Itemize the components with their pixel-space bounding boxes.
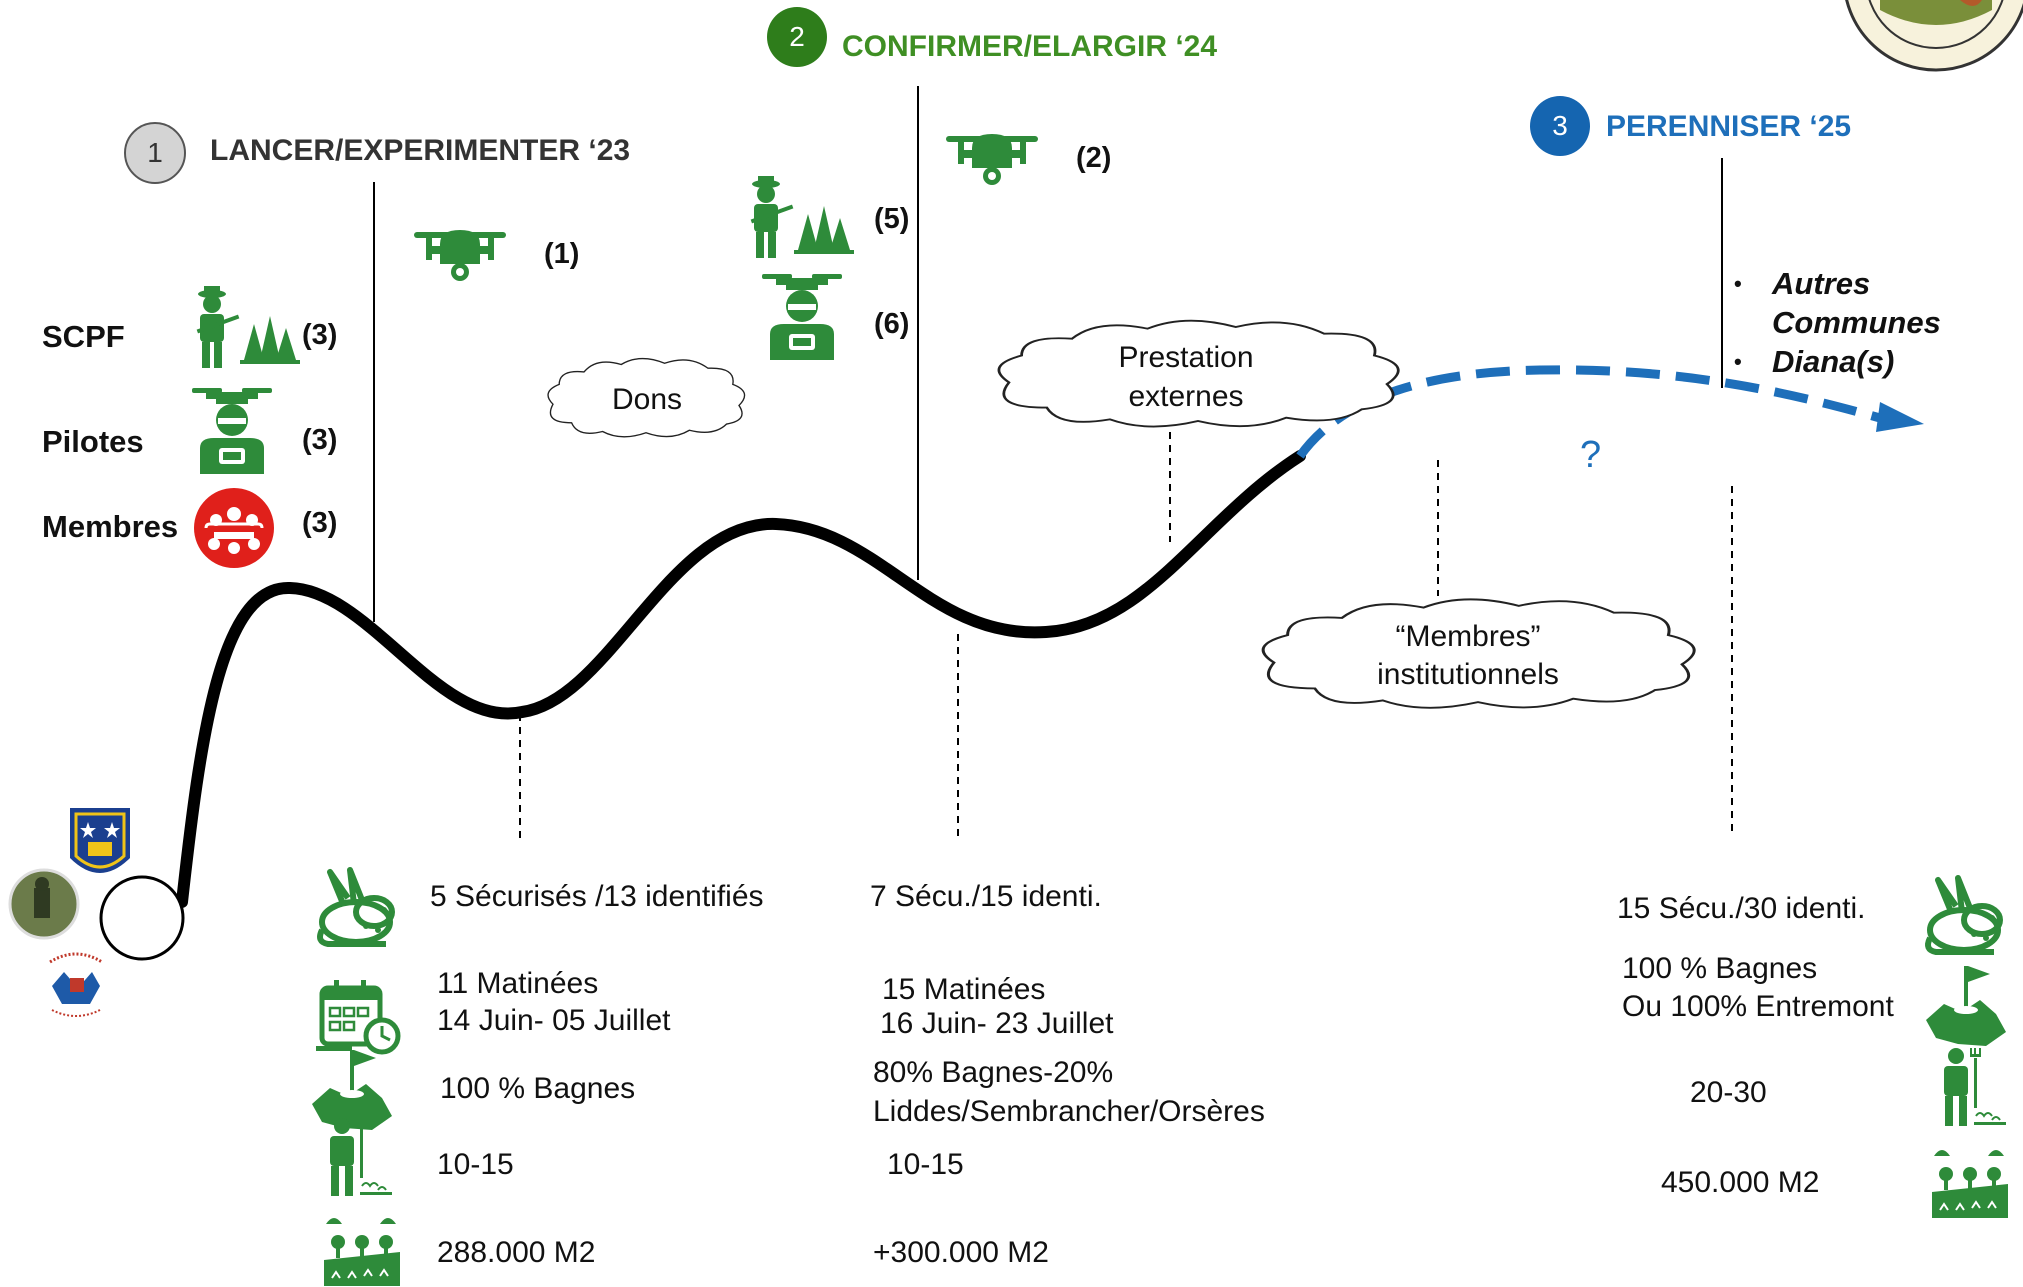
cloud-membres-line1: “Membres” xyxy=(1395,620,1541,653)
stat-2024-days: 15 Matinées xyxy=(882,973,1046,1006)
drone-count-2023: (1) xyxy=(544,238,580,270)
role-label-pilotes: Pilotes xyxy=(42,424,144,459)
stat-2025-region-line1: 100 % Bagnes xyxy=(1622,952,1818,985)
fawn-icon xyxy=(320,870,392,944)
stat-2024-area: +300.000 M2 xyxy=(873,1236,1049,1269)
field-area-icon xyxy=(1931,1149,2009,1219)
cloud-prestation-line2: externes xyxy=(1128,380,1244,413)
cloud-membres-line2: institutionnels xyxy=(1377,658,1559,691)
start-circle xyxy=(99,875,185,961)
hunter-icon xyxy=(196,286,300,368)
drone-icon xyxy=(946,134,1038,185)
stat-2023-region: 100 % Bagnes xyxy=(440,1072,636,1105)
members-icon xyxy=(192,486,276,570)
stat-2025-farmers: 20-30 xyxy=(1690,1076,1767,1109)
phase3-title: PERENNISER ‘25 xyxy=(1606,110,1852,143)
commune-crest-logo xyxy=(70,808,130,873)
region-map-icon xyxy=(312,1050,392,1130)
future-item-communes: Communes xyxy=(1772,305,1941,340)
cloud-prestation-line1: Prestation xyxy=(1118,341,1254,374)
field-area-icon xyxy=(323,1217,401,1287)
stat-2024-region-line2: Liddes/Sembrancher/Orsères xyxy=(873,1095,1265,1128)
fawn-icon xyxy=(1928,878,2000,952)
stat-2023-area: 288.000 M2 xyxy=(437,1236,596,1269)
pilot-count-2024: (6) xyxy=(874,308,910,340)
drone-count-2024: (2) xyxy=(1076,142,1112,174)
phase1-badge xyxy=(124,122,186,184)
hunter-count-2024: (5) xyxy=(874,203,910,235)
phase3-badge xyxy=(1530,96,1590,156)
role-count-pilotes: (3) xyxy=(302,424,338,456)
cloud-dons-label: Dons xyxy=(611,383,683,416)
stat-2024-fawns: 7 Sécu./15 identi. xyxy=(870,880,1102,913)
phase2-number: 2 xyxy=(789,21,805,52)
future-item-dianas: Diana(s) xyxy=(1772,344,1895,379)
pilot-icon xyxy=(192,388,272,474)
association-seal-logo xyxy=(1845,0,2023,72)
farmer-icon xyxy=(1943,1047,2007,1127)
diana-logo xyxy=(49,952,103,1017)
phase2-title: CONFIRMER/ELARGIR ‘24 xyxy=(842,30,1218,63)
stat-2024-farmers: 10-15 xyxy=(887,1148,964,1181)
stat-2024-region-line1: 80% Bagnes-20% xyxy=(873,1056,1114,1089)
stat-2023-days: 11 Matinées xyxy=(437,967,599,1000)
stat-2025-region-line2: Ou 100% Entremont xyxy=(1622,990,1894,1023)
farmer-icon xyxy=(329,1117,393,1197)
phase1-title: LANCER/EXPERIMENTER ‘23 xyxy=(210,134,631,167)
stat-2025-fawns: 15 Sécu./30 identi. xyxy=(1617,892,1866,925)
drone-icon xyxy=(414,230,506,281)
future-question-mark: ? xyxy=(1580,434,1602,476)
future-arrow-head xyxy=(1876,402,1924,432)
future-item-autres: Autres xyxy=(1772,266,1871,301)
stat-2023-farmers: 10-15 xyxy=(437,1148,514,1181)
calendar-icon xyxy=(316,980,398,1052)
progress-curve xyxy=(176,450,1306,908)
stat-2023-period: 14 Juin- 05 Juillet xyxy=(437,1004,671,1037)
phase2-badge xyxy=(767,7,827,67)
role-label-scpf: SCPF xyxy=(42,319,125,354)
stat-2024-period: 16 Juin- 23 Juillet xyxy=(880,1007,1114,1040)
phase1-number: 1 xyxy=(147,137,163,168)
role-count-scpf: (3) xyxy=(302,319,338,351)
stat-2025-area: 450.000 M2 xyxy=(1661,1166,1820,1199)
phase3-number: 3 xyxy=(1552,110,1568,141)
hunter-photo-logo xyxy=(8,868,80,940)
region-map-icon xyxy=(1926,966,2006,1046)
role-count-membres: (3) xyxy=(302,507,338,539)
stat-2023-fawns: 5 Sécurisés /13 identifiés xyxy=(430,880,764,913)
role-label-membres: Membres xyxy=(42,509,179,544)
hunter-icon xyxy=(750,176,854,258)
pilot-icon xyxy=(762,274,842,360)
